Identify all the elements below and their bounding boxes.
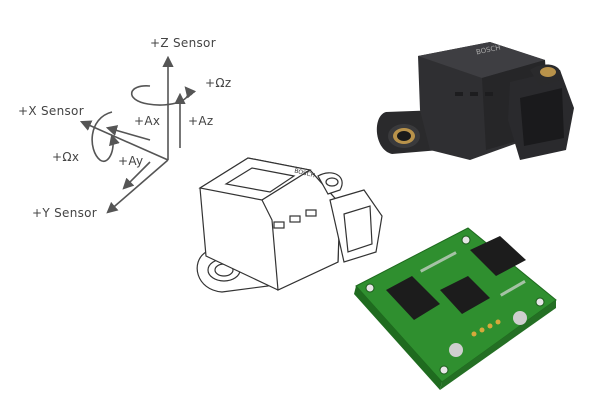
omega-x-label: +Ωx bbox=[52, 150, 80, 164]
omega-z-rotation-arrow bbox=[130, 85, 197, 106]
ay-arrow bbox=[122, 161, 151, 190]
x-axis-arrow bbox=[79, 120, 169, 161]
az-label: +Az bbox=[188, 114, 214, 128]
x-sensor-label: +X Sensor bbox=[18, 104, 84, 118]
ay-label: +Ay bbox=[118, 154, 144, 168]
ax-label: +Ax bbox=[134, 114, 161, 128]
ax-arrow bbox=[105, 125, 151, 141]
omega-z-label: +Ωz bbox=[205, 76, 232, 90]
omega-x-rotation-arrow bbox=[91, 111, 120, 163]
z-sensor-label: +Z Sensor bbox=[150, 36, 216, 50]
y-sensor-label: +Y Sensor bbox=[32, 206, 98, 220]
y-axis-arrow bbox=[106, 159, 169, 214]
